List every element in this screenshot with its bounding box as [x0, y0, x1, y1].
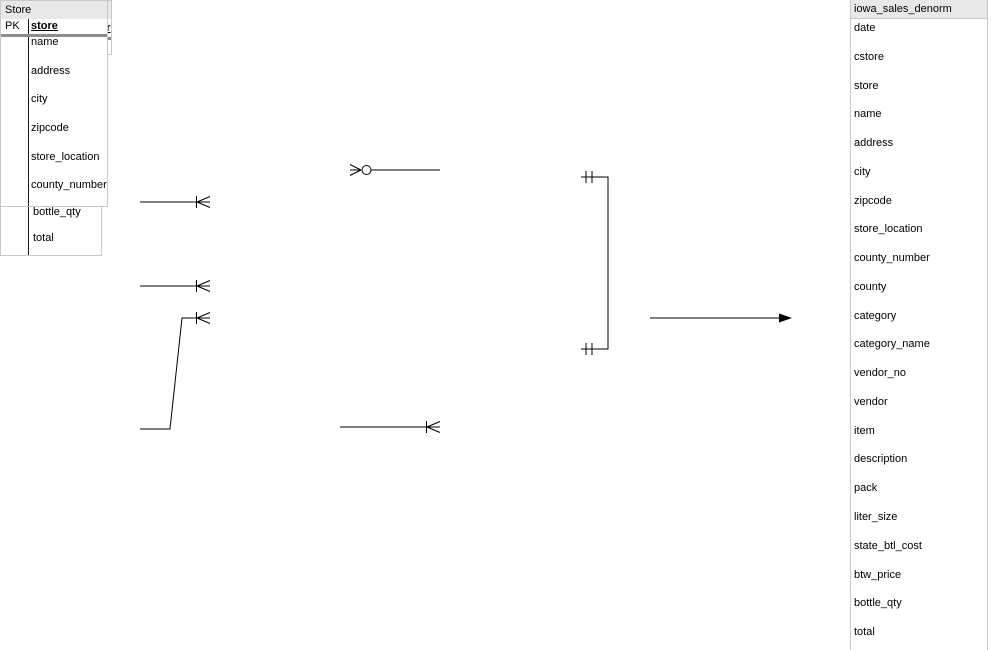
denorm-field-row: city — [854, 165, 871, 178]
crows-foot-icon — [196, 196, 211, 208]
field-row: total — [33, 232, 54, 244]
denorm-panel-title: iowa_sales_denorm — [851, 0, 987, 19]
pk-column-divider — [28, 19, 29, 207]
denorm-field-row: category_name — [854, 338, 930, 351]
pk-underline — [1, 34, 107, 37]
denorm-field-row: address — [854, 137, 894, 150]
field-row: zipcode — [31, 122, 69, 135]
denorm-field-row: category — [854, 309, 897, 322]
crows-foot-icon — [426, 421, 441, 433]
relation-convenience-store-store[interactable] — [581, 171, 609, 355]
denorm-field-row: vendor — [854, 395, 888, 408]
denorm-field-row: county_number — [854, 252, 930, 265]
denorm-field-row: store_location — [854, 223, 923, 236]
one-one-ticks-icon — [585, 343, 593, 355]
field-row: store_location — [31, 150, 100, 163]
field-row: address — [31, 64, 71, 77]
denorm-field-row: zipcode — [854, 194, 892, 207]
one-one-ticks-icon — [585, 171, 593, 183]
denormalization-flow-arrow[interactable] — [650, 313, 792, 323]
entity-title: Store — [1, 1, 107, 19]
field-row: bottle_qty — [33, 205, 81, 218]
denorm-field-row: cstore — [854, 50, 884, 63]
field-row: city — [31, 93, 48, 106]
denorm-field-row: liter_size — [854, 511, 898, 524]
crows-foot-icon — [196, 280, 211, 292]
pk-label: PK — [5, 20, 20, 32]
denorm-field-row: store — [854, 79, 879, 92]
crows-foot-icon — [196, 312, 211, 324]
relation-vendor-sales[interactable] — [140, 280, 211, 292]
denorm-table-panel: iowa_sales_denorm date cstore store name… — [850, 0, 988, 650]
wire[interactable] — [140, 317, 197, 430]
denorm-field-row: btw_price — [854, 568, 902, 581]
crows-foot-icon — [349, 164, 362, 176]
denorm-field-row: date — [854, 22, 876, 34]
denorm-field-row: state_btl_cost — [854, 539, 922, 552]
pk-field-name: store — [31, 20, 58, 32]
relation-item-sales[interactable] — [140, 312, 211, 430]
relation-county-store[interactable] — [340, 421, 441, 433]
entity-body: PK store name address city zipcode store… — [1, 19, 107, 207]
relation-category-sales[interactable] — [140, 196, 211, 208]
arrow-head-icon — [779, 313, 792, 323]
denorm-field-row: bottle_qty — [854, 597, 902, 610]
wire[interactable] — [581, 176, 609, 350]
denorm-field-row: description — [854, 453, 908, 466]
relation-sales-convenience-store[interactable] — [349, 164, 440, 176]
denorm-field-row: county — [854, 280, 887, 293]
field-row: county_number — [31, 179, 107, 192]
entity-store[interactable]: Store PK store name address city zipcode… — [0, 0, 108, 208]
pk-field-row: store — [1, 19, 107, 34]
denorm-field-row: item — [854, 424, 875, 437]
field-row: name — [31, 36, 59, 48]
denorm-field-row: total — [854, 626, 875, 639]
denorm-field-row: vendor_no — [854, 367, 906, 380]
denorm-field-row: pack — [854, 482, 878, 495]
denorm-field-row: name — [854, 108, 882, 121]
zero-circle-icon — [361, 165, 372, 175]
